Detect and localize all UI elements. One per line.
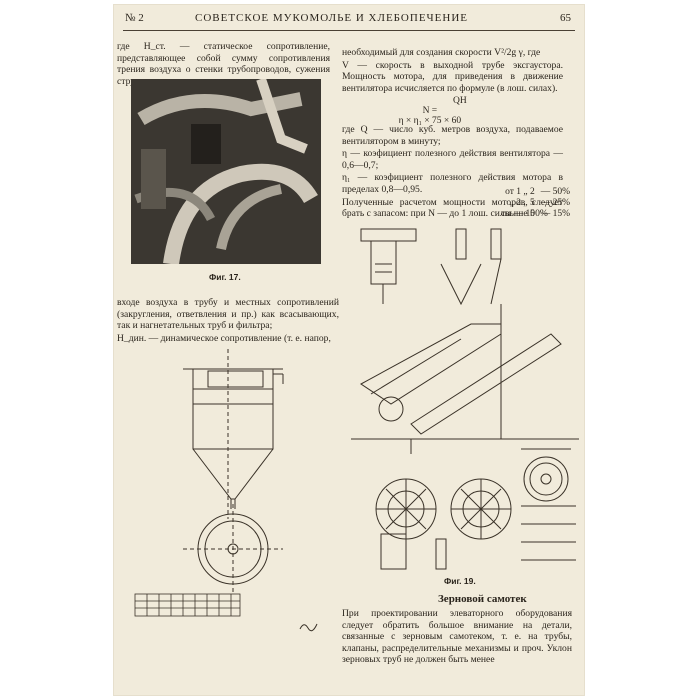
percent-row: „ 2 „ 5 — 25%: [342, 198, 570, 209]
paragraph: η — коэфициент полезного действия вентил…: [342, 148, 563, 171]
paragraph: H_дин. — динамическое сопротивление (т. …: [117, 332, 331, 344]
drawing-signature: [299, 619, 319, 635]
issue-number: № 2: [125, 12, 144, 24]
paragraph: входе воздуха в трубу и местных сопротив…: [117, 297, 339, 332]
paragraph: Полученные расчетом мощности моторов сле…: [342, 196, 563, 220]
journal-page: № 2 СОВЕТСКОЕ МУКОМОЛЬЕ И ХЛЕБОПЕЧЕНИЕ 6…: [113, 4, 585, 696]
figure-19-drawing: [351, 228, 579, 570]
formula-lhs: N =: [422, 106, 438, 116]
paragraph: V — скорость в выходной трубе эксгаустор…: [342, 59, 563, 94]
figure-17-caption: Фиг. 17.: [209, 272, 241, 282]
page-number: 65: [560, 12, 571, 24]
formula-numerator: QH: [453, 96, 467, 106]
formula-denominator: η × η₁ × 75 × 60: [398, 116, 462, 126]
percent-label: свыше 5: [500, 209, 535, 219]
page-header: № 2 СОВЕТСКОЕ МУКОМОЛЬЕ И ХЛЕБОПЕЧЕНИЕ 6…: [113, 4, 585, 26]
percent-label: от 1 „ 2: [505, 187, 535, 197]
paragraph: где Q — число куб. метров воздуха, подав…: [342, 124, 563, 147]
percent-row: свыше 5 — 15%: [342, 209, 570, 220]
percent-value: — 15%: [540, 209, 570, 219]
percent-table: от 1 „ 2 — 50% „ 2 „ 5 — 25% свыше 5 — 1…: [342, 187, 570, 220]
header-rule: [123, 30, 575, 31]
paragraph: При проектировании элеваторного оборудов…: [342, 608, 572, 666]
section-title: Зерновой самотек: [438, 593, 527, 605]
power-formula: QH N = η × η₁ × 75 × 60: [393, 96, 467, 126]
percent-value: — 50%: [540, 187, 570, 197]
percent-row: от 1 „ 2 — 50%: [342, 187, 570, 198]
left-column-middle: входе воздуха в трубу и местных сопротив…: [117, 297, 339, 345]
ductwork-photo-illustration: [131, 77, 321, 266]
paragraph: необходимый для создания скорости V²/2g …: [342, 47, 541, 58]
signature-mark: [299, 623, 318, 632]
cyclone-drawing: [134, 349, 284, 617]
section-body: При проектировании элеваторного оборудов…: [342, 608, 572, 667]
percent-value: — 25%: [540, 198, 570, 208]
right-column-top: необходимый для создания скорости V²/2g …: [342, 47, 563, 95]
percent-label: „ 2 „ 5: [509, 198, 535, 208]
paragraph: η₁ — коэфициент полезного действия мотор…: [342, 172, 563, 195]
figure-19-caption: Фиг. 19.: [444, 576, 476, 586]
journal-title: СОВЕТСКОЕ МУКОМОЛЬЕ И ХЛЕБОПЕЧЕНИЕ: [195, 12, 469, 24]
right-column-definitions: где Q — число куб. метров воздуха, подав…: [342, 124, 563, 221]
figure-17-photo: [131, 77, 321, 266]
